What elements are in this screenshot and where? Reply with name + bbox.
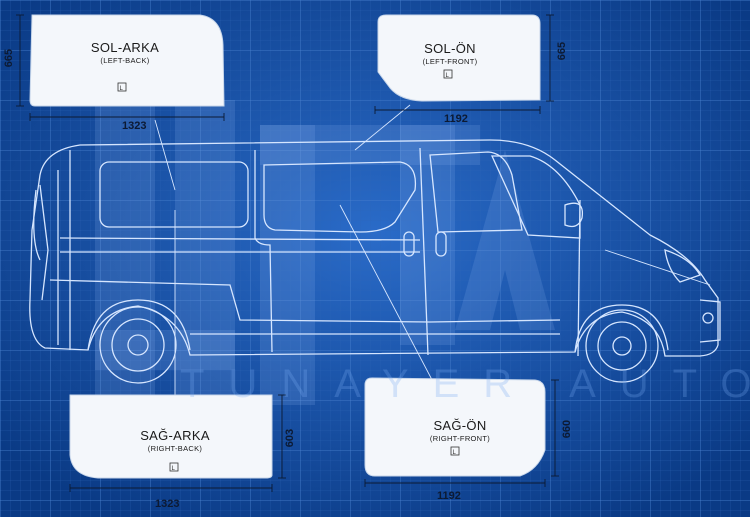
panel-mark-sag_on: L <box>453 450 457 456</box>
sol-on-width: 1192 <box>444 113 468 125</box>
front-wheel <box>574 304 669 383</box>
sol-arka-subtitle: (LEFT-BACK) <box>100 56 150 65</box>
panel-sol-on <box>377 14 541 102</box>
dimension-lines <box>16 14 559 492</box>
label-sag-on: SAĞ-ÖN (RIGHT-FRONT) <box>405 418 515 443</box>
sol-on-subtitle: (LEFT-FRONT) <box>422 57 478 66</box>
label-sol-on: SOL-ÖN (LEFT-FRONT) <box>400 41 500 66</box>
sag-arka-width: 1323 <box>155 498 180 510</box>
sag-on-subtitle: (RIGHT-FRONT) <box>429 434 491 443</box>
sol-on-title: SOL-ÖN <box>424 41 476 56</box>
watermark-text: TUNAYER AUTO <box>180 362 750 406</box>
logo-watermark <box>95 100 555 405</box>
van-outline <box>29 139 721 357</box>
sol-on-height: 665 <box>556 41 568 61</box>
sol-arka-title: SOL-ARKA <box>90 40 160 55</box>
sag-on-title: SAĞ-ÖN <box>433 418 487 433</box>
panel-mark-sol_on: L <box>446 73 450 79</box>
panel-sag-arka <box>69 394 273 479</box>
panel-sag-on <box>364 377 546 477</box>
sol-arka-height: 665 <box>3 48 15 68</box>
sag-on-width: 1192 <box>437 490 461 502</box>
label-sag-arka: SAĞ-ARKA (RIGHT-BACK) <box>120 428 230 453</box>
sag-arka-height: 603 <box>284 428 296 448</box>
sag-arka-subtitle: (RIGHT-BACK) <box>147 444 203 453</box>
sag-arka-title: SAĞ-ARKA <box>140 428 210 443</box>
sag-on-height: 660 <box>561 419 573 439</box>
label-sol-arka: SOL-ARKA (LEFT-BACK) <box>75 40 175 65</box>
panel-mark-sag_arka: L <box>172 466 176 472</box>
panel-mark-sol_arka: L <box>120 86 124 92</box>
leader-lines <box>154 104 711 396</box>
rear-wheel <box>87 299 191 384</box>
sol-arka-width: 1323 <box>122 120 147 132</box>
panel-sol-arka <box>29 14 225 107</box>
